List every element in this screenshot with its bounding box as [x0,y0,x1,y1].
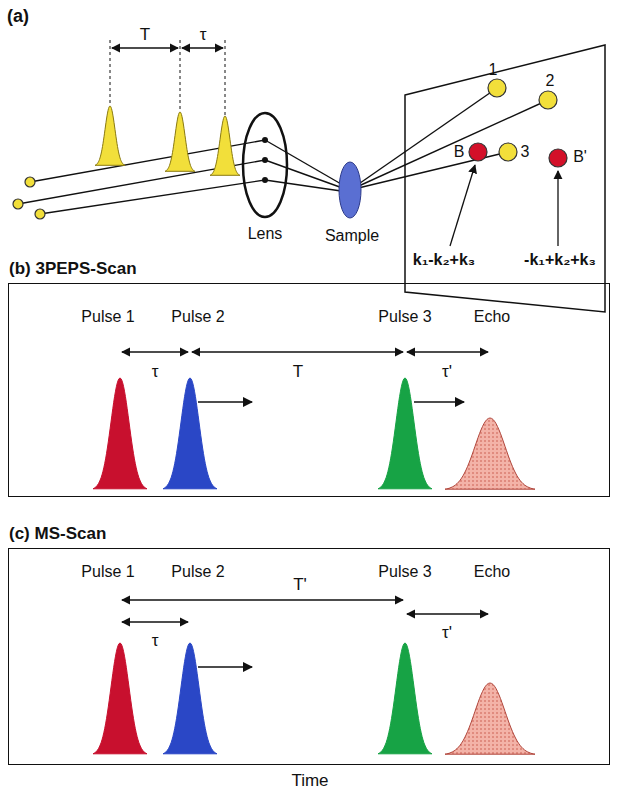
input-pulse [95,106,125,165]
panel-b-arrows [122,351,488,352]
pulse-label: Pulse 3 [378,564,431,580]
delay-label: τ [152,632,159,649]
pointer-arrows [450,165,558,246]
panel-frame: (c) MS-Scan [8,548,610,765]
scan-arrow [198,666,252,668]
spot-label: B [454,144,465,160]
beam-start-dots [13,177,45,219]
input-pulse [165,112,195,171]
screen [405,45,605,312]
pulse-label: Pulse 3 [378,309,431,325]
echo [445,683,535,754]
spot-label: B' [573,149,587,165]
pulse-label: Pulse 1 [81,309,134,325]
pulse-label: Echo [474,564,510,580]
delay-label: τ' [442,624,452,641]
scan-arrow [414,401,464,403]
callout-number: 2 [546,73,555,89]
pulse-1 [93,378,147,489]
sample [339,162,361,218]
delay-label: τ [200,26,207,43]
spots [469,79,567,167]
part-name: Sample [325,228,379,244]
part-name: Lens [248,226,283,242]
delay-guides [110,40,225,116]
delay-label: T [293,363,303,380]
panel-title: (b) 3PEPS-Scan [9,259,137,279]
delay-label: τ' [442,363,452,380]
delay-label: T' [293,576,307,593]
delay-label: T [140,26,150,43]
panel-letter: (a) [7,7,29,25]
pulse-2 [163,378,217,489]
pulse-label: Echo [474,309,510,325]
pulse-3 [378,378,432,489]
pulse-label: Pulse 1 [81,564,134,580]
axis-label: Time [291,772,328,789]
echo [445,418,535,489]
panel-c-arrows [122,600,488,622]
delay-arrows [112,47,223,48]
callout-number: 3 [521,144,530,160]
lens-dots [262,137,268,183]
lens [243,113,287,217]
callout-number: 1 [489,62,498,78]
pulse-1 [93,643,147,754]
panel-title: (c) MS-Scan [9,524,106,544]
pulse-2 [163,643,217,754]
pulse-label: Pulse 2 [171,309,224,325]
input-pulse [210,116,240,175]
wavevector-label: -k₁+k₂+k₃ [524,252,596,268]
pulse-3 [378,643,432,754]
delay-label: τ [152,363,159,380]
scan-arrow [198,401,252,403]
wavevector-label: k₁-k₂+k₃ [413,252,476,268]
pulse-label: Pulse 2 [171,564,224,580]
